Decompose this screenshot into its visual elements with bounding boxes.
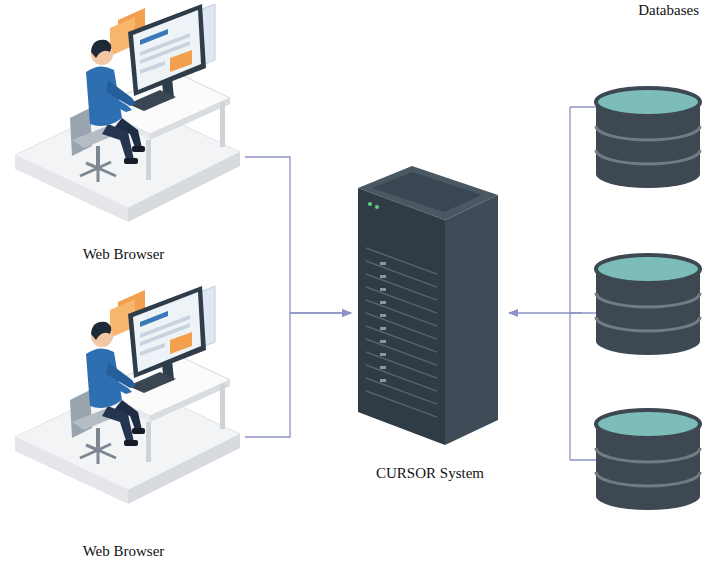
database-group: Databases bbox=[582, 2, 703, 517]
node-label: Web Browser bbox=[2, 246, 245, 263]
connector-arrow bbox=[509, 312, 582, 313]
browser-workstation: Web Browser bbox=[2, 5, 245, 263]
node-label: Web Browser bbox=[2, 543, 245, 560]
connector-arrow bbox=[245, 313, 351, 437]
server-tower: CURSOR System bbox=[351, 160, 509, 482]
browser-workstation: Web Browser bbox=[2, 285, 245, 560]
node-label: CURSOR System bbox=[351, 465, 509, 482]
connector-arrow bbox=[245, 157, 351, 313]
node-label: Databases bbox=[582, 2, 703, 19]
